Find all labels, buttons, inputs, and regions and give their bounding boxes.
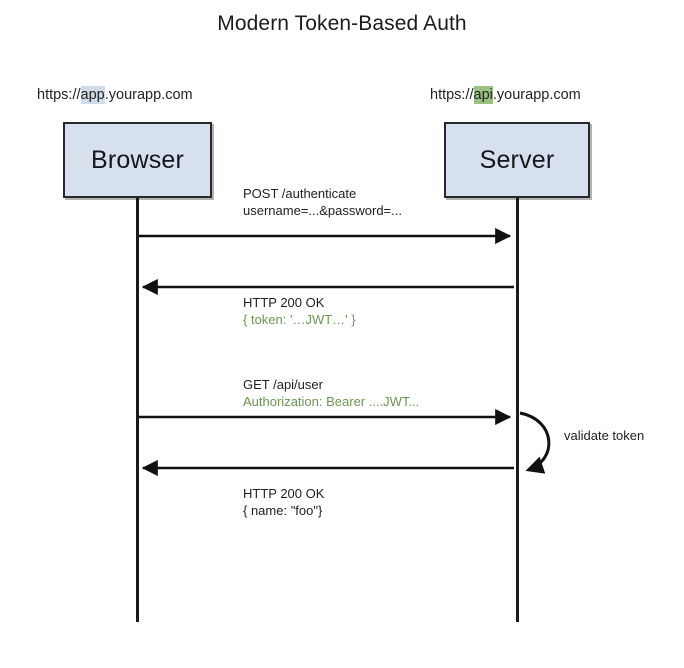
browser-url-prefix: https://: [37, 87, 81, 103]
self-message-label-validate-token: validate token: [564, 428, 645, 443]
server-url-highlight: api: [473, 86, 493, 104]
message-label-4-line-2: { name: "foo"}: [243, 502, 323, 518]
browser-url-highlight: app: [80, 86, 105, 104]
message-label-4-line-1: HTTP 200 OK: [243, 486, 325, 501]
browser-url-caption: https://app.yourapp.com: [37, 86, 193, 104]
message-label-2-line-1: HTTP 200 OK: [243, 295, 325, 310]
message-label-3-line-1: GET /api/user: [243, 377, 323, 392]
message-label-1: POST /authenticate username=...&password…: [243, 186, 402, 219]
message-label-2-line-2: { token: '…JWT…' }: [243, 311, 356, 327]
message-label-4: HTTP 200 OK { name: "foo"}: [243, 486, 324, 519]
message-label-2: HTTP 200 OK { token: '…JWT…' }: [243, 295, 356, 328]
participant-box-browser: Browser: [63, 122, 212, 198]
server-url-suffix: .yourapp.com: [492, 87, 581, 103]
lifeline-browser: [136, 198, 139, 622]
message-label-1-line-2: username=...&password=...: [243, 202, 402, 218]
participant-label-browser: Browser: [90, 145, 185, 174]
participant-label-server: Server: [479, 145, 555, 174]
message-label-3-line-2: Authorization: Bearer ....JWT...: [243, 393, 420, 409]
server-url-prefix: https://: [430, 87, 474, 103]
message-label-3: GET /api/user Authorization: Bearer ....…: [243, 377, 419, 410]
message-label-1-line-1: POST /authenticate: [243, 186, 357, 201]
page-title: Modern Token-Based Auth: [217, 12, 467, 35]
self-message-arc-validate-token: [519, 411, 551, 474]
server-url-caption: https://api.yourapp.com: [430, 86, 581, 104]
participant-box-server: Server: [444, 122, 590, 198]
browser-url-suffix: .yourapp.com: [104, 87, 193, 103]
lifeline-server: [516, 198, 519, 622]
